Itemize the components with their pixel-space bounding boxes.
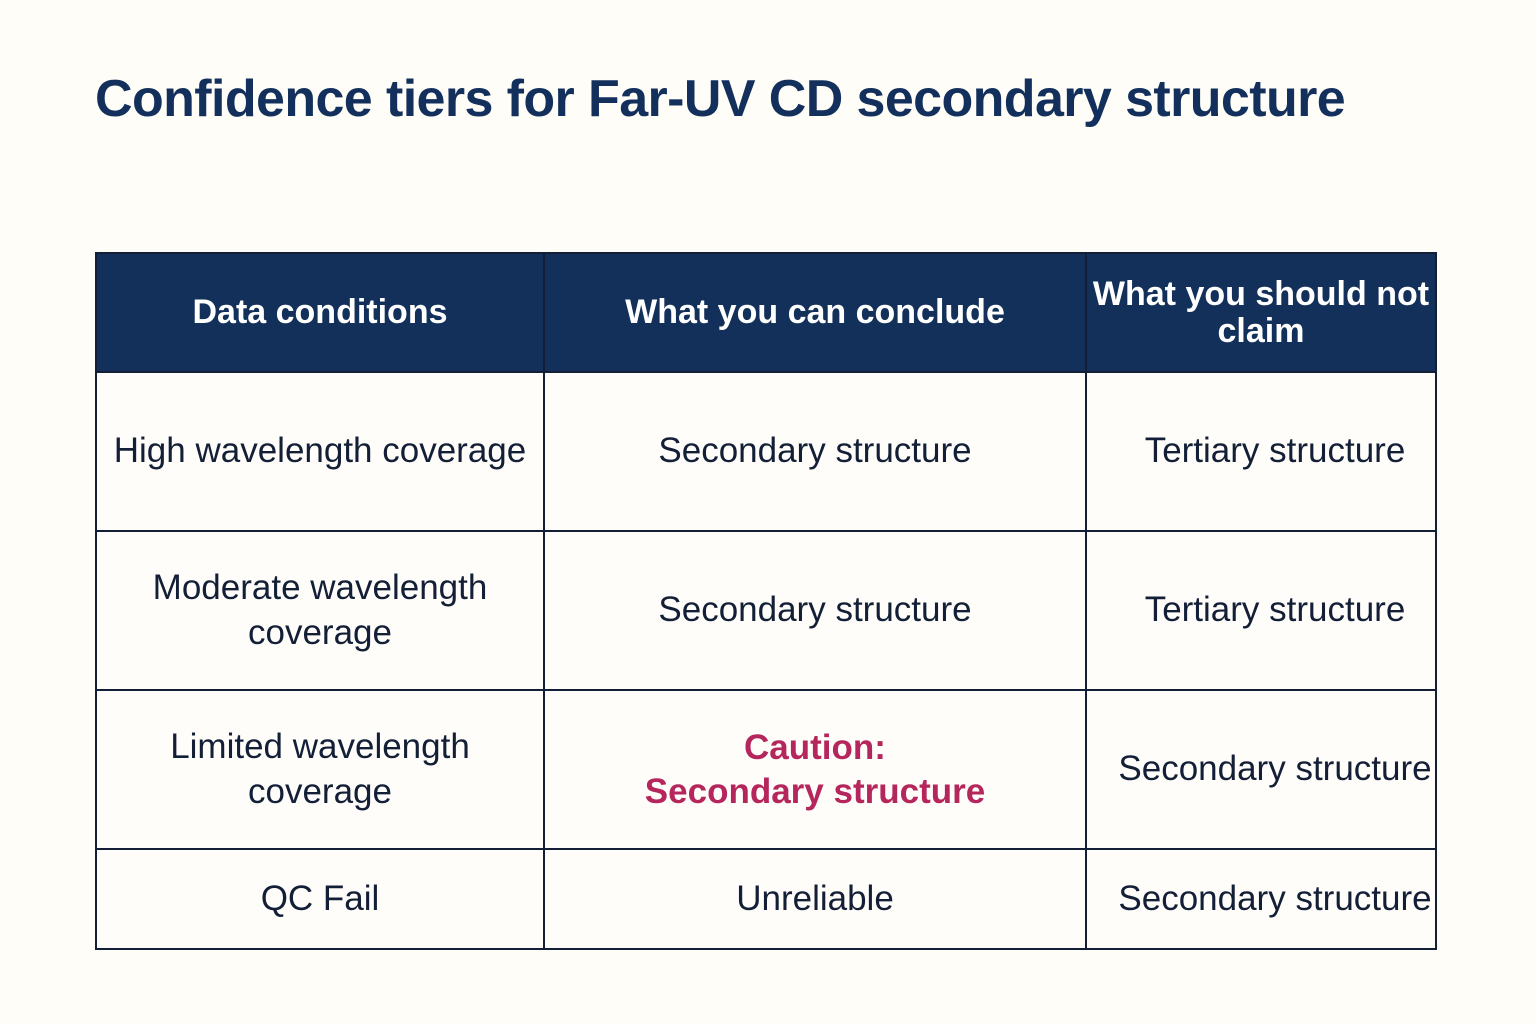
confidence-tiers-table: Data conditions What you can conclude Wh… — [95, 252, 1437, 950]
cell-data-condition: High wavelength coverage — [95, 371, 545, 532]
cell-not-claim: Tertiary structure — [1085, 530, 1437, 691]
cell-data-condition: Moderate wavelength coverage — [95, 530, 545, 691]
cell-conclude-caution: Caution: Secondary structure — [543, 689, 1087, 850]
table-row: Moderate wavelength coverage Secondary s… — [95, 530, 1437, 691]
caution-text: Caution: Secondary structure — [551, 726, 1079, 814]
page-title: Confidence tiers for Far-UV CD secondary… — [95, 70, 1346, 128]
table-row: Limited wavelength coverage Caution: Sec… — [95, 689, 1437, 850]
column-header-what-you-should-not-claim: What you should not claim — [1085, 252, 1437, 373]
column-header-label: What you can conclude — [625, 293, 1005, 332]
cell-conclude: Unreliable — [543, 848, 1087, 950]
cell-not-claim-text: Secondary structure — [1118, 878, 1432, 918]
table-header: Data conditions What you can conclude Wh… — [95, 252, 1437, 373]
column-header-label: What you should not claim — [1092, 274, 1430, 350]
cell-not-claim: Tertiary structure — [1085, 371, 1437, 532]
caution-label: Caution: — [744, 727, 886, 767]
table-header-row: Data conditions What you can conclude Wh… — [95, 252, 1437, 373]
table-body: High wavelength coverage Secondary struc… — [95, 371, 1437, 950]
cell-conclude: Secondary structure — [543, 371, 1087, 532]
cell-data-condition: Limited wavelength coverage — [95, 689, 545, 850]
cell-not-claim-text: Tertiary structure — [1144, 590, 1406, 630]
cell-conclude: Secondary structure — [543, 530, 1087, 691]
table-row: QC Fail Unreliable Secondary structure — [95, 848, 1437, 950]
confidence-tiers-table-wrapper: Data conditions What you can conclude Wh… — [95, 252, 1437, 950]
table-row: High wavelength coverage Secondary struc… — [95, 371, 1437, 532]
cell-not-claim-text: Secondary structure — [1118, 749, 1432, 789]
cell-not-claim-text: Tertiary structure — [1144, 431, 1406, 471]
cell-not-claim: Secondary structure — [1085, 689, 1437, 850]
column-header-label: Data conditions — [192, 293, 448, 332]
column-header-what-you-can-conclude: What you can conclude — [543, 252, 1087, 373]
caution-value: Secondary structure — [644, 771, 986, 811]
cell-data-condition: QC Fail — [95, 848, 545, 950]
column-header-data-conditions: Data conditions — [95, 252, 545, 373]
cell-not-claim: Secondary structure — [1085, 848, 1437, 950]
